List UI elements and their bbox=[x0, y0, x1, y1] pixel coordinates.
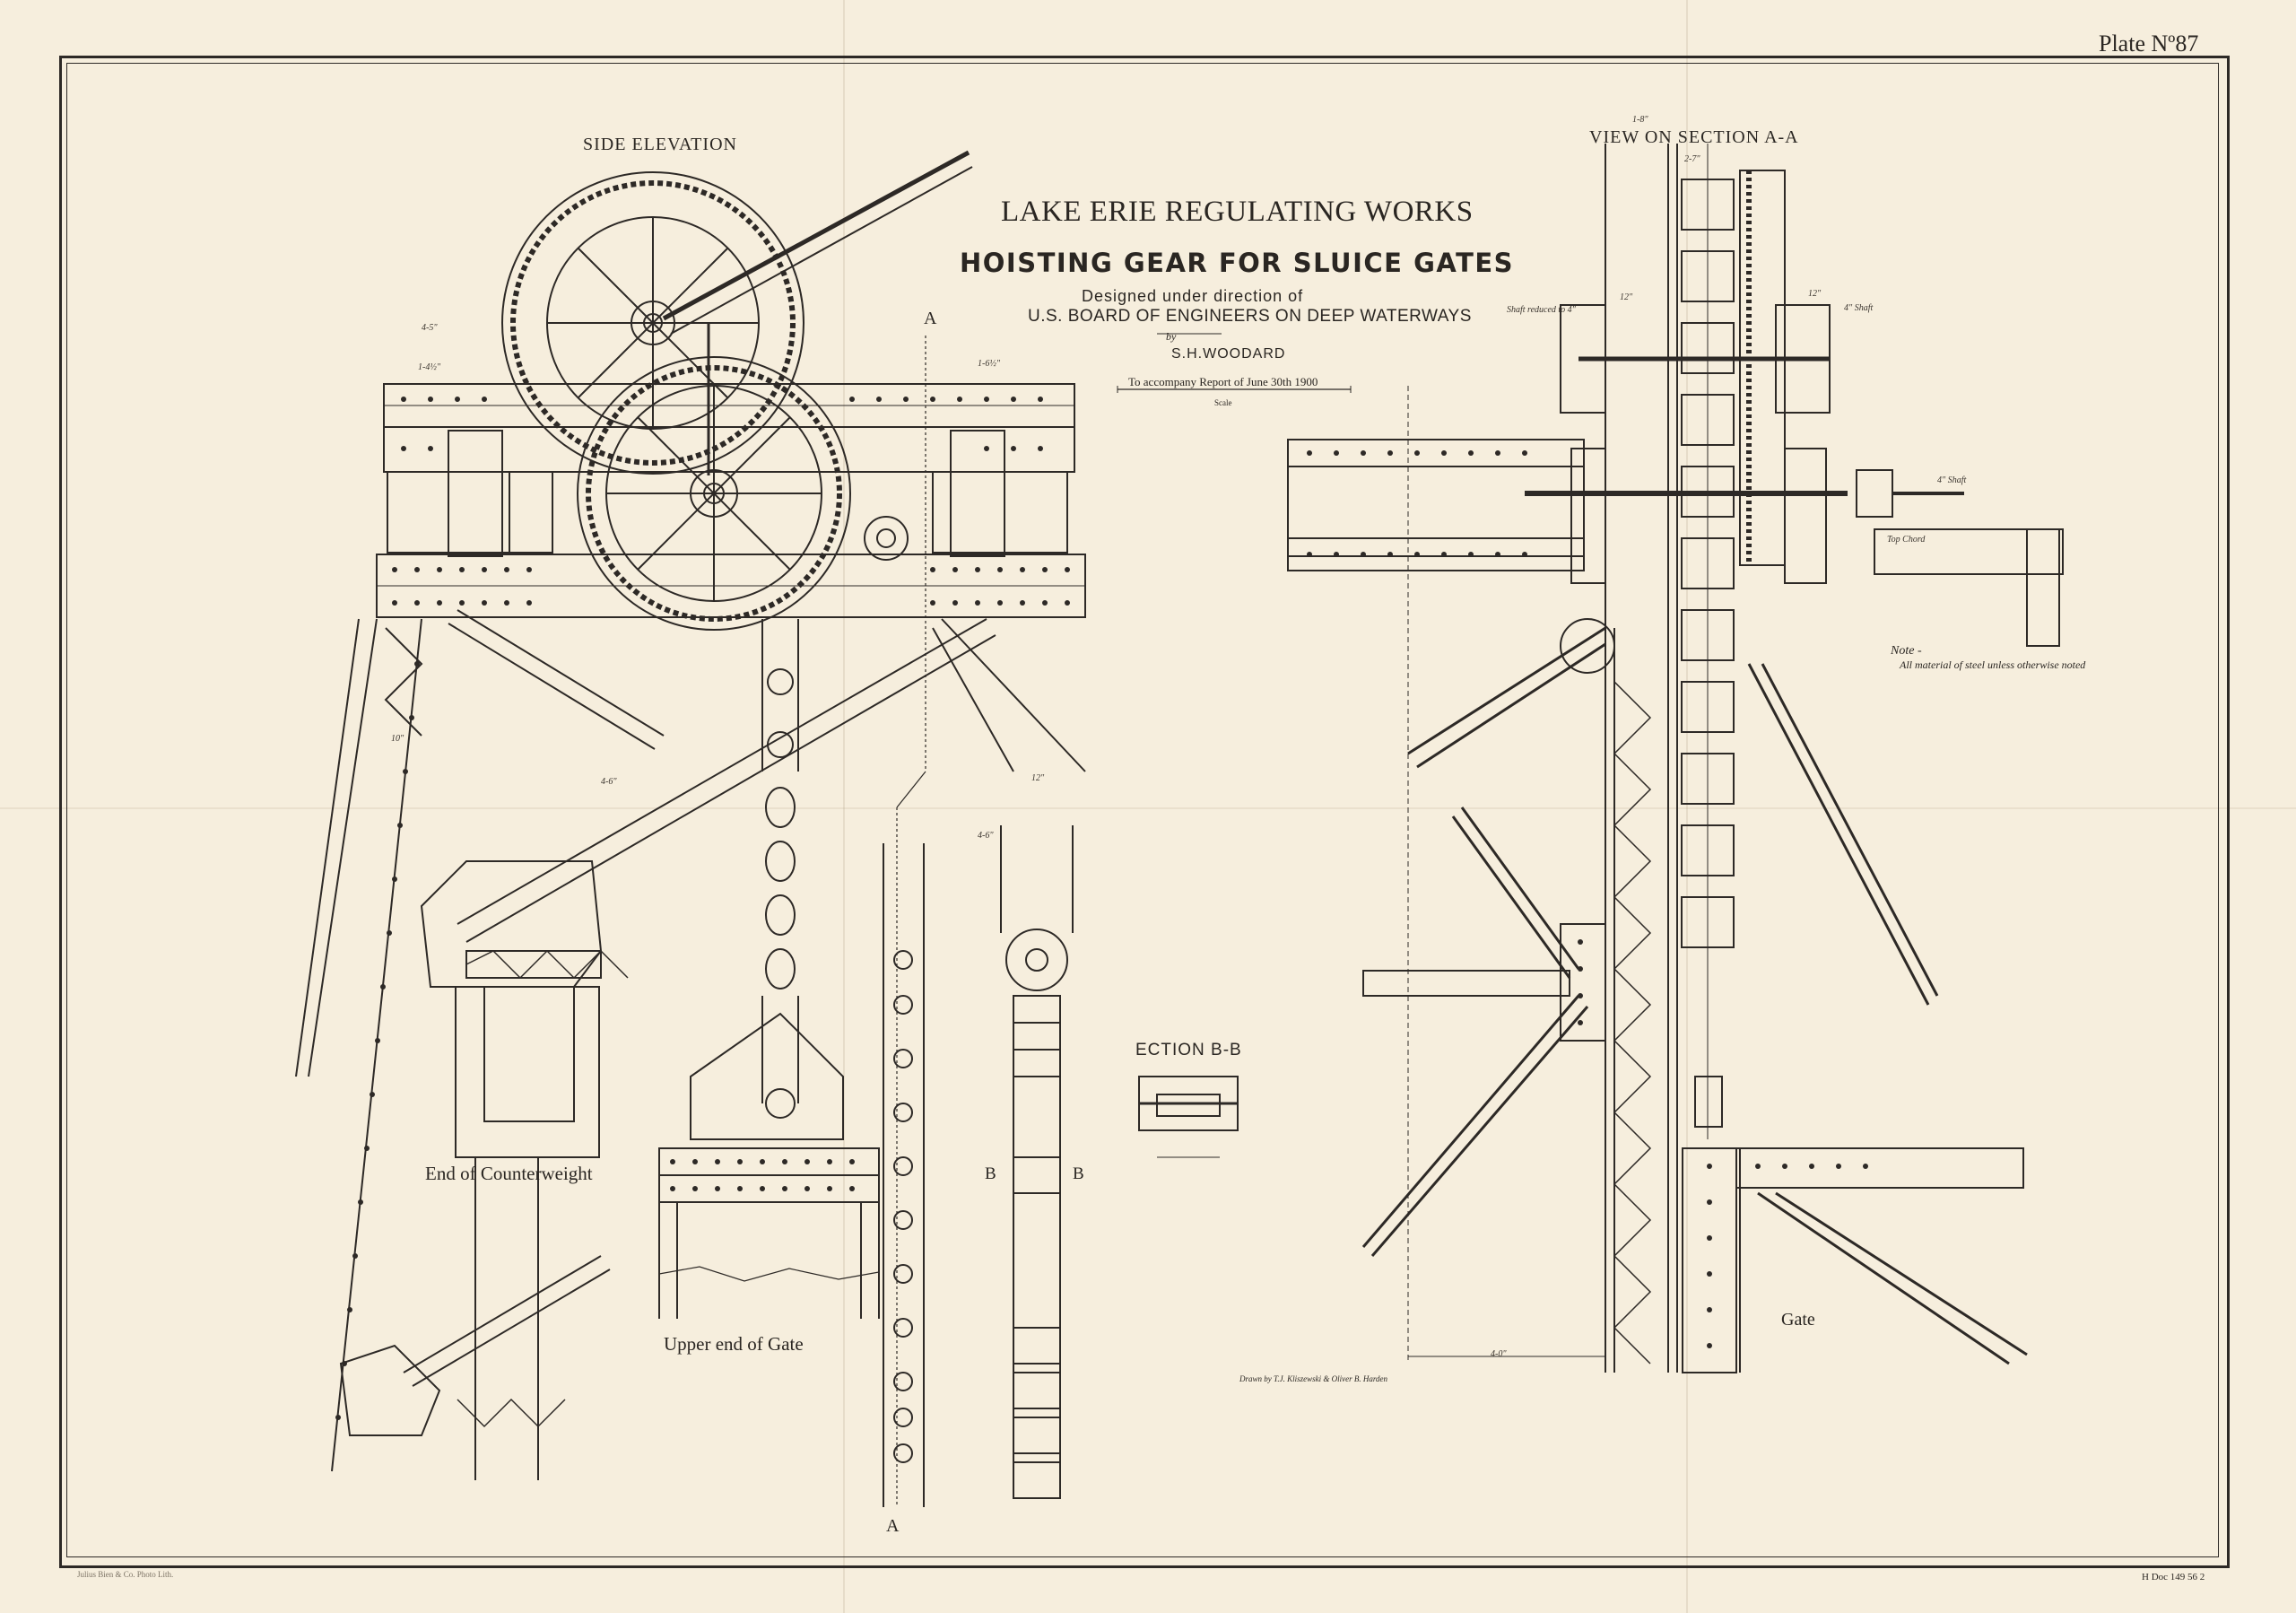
document-reference: H Doc 149 56 2 bbox=[2142, 1572, 2205, 1582]
gate-label: Gate bbox=[1781, 1310, 1815, 1330]
upper-gear-teeth bbox=[510, 180, 796, 466]
dimension-label: 1-8" bbox=[1632, 115, 1648, 125]
fold-line bbox=[0, 807, 2296, 809]
drawing-title: LAKE ERIE REGULATING WORKS bbox=[1001, 196, 1474, 228]
scale-label: Scale bbox=[1214, 398, 1232, 407]
section-aa-label: VIEW ON SECTION A-A bbox=[1589, 127, 1799, 147]
upper-gate-label: Upper end of Gate bbox=[664, 1333, 804, 1355]
section-a-marker-top: A bbox=[924, 309, 937, 328]
section-bb-label: ECTION B-B bbox=[1135, 1041, 1242, 1059]
section-b-marker-right: B bbox=[1073, 1164, 1084, 1183]
fold-line bbox=[1686, 0, 1688, 1613]
dimension-label: 1-6½" bbox=[978, 359, 1001, 369]
dimension-label: 4" Shaft bbox=[1844, 303, 1874, 313]
report-note: To accompany Report of June 30th 1900 bbox=[1128, 375, 1318, 388]
section-a-marker-bottom: A bbox=[886, 1516, 900, 1536]
note-body: All material of steel unless otherwise n… bbox=[1900, 658, 2086, 671]
side-elevation-drawing bbox=[295, 150, 1239, 1507]
by-text: by bbox=[1166, 330, 1177, 343]
plate-number: Plate Nº87 bbox=[2099, 31, 2199, 57]
dimension-label: Top Chord bbox=[1887, 535, 1926, 545]
upper-gear-rim bbox=[501, 171, 804, 475]
lower-gear-teeth bbox=[586, 365, 842, 622]
fold-line bbox=[843, 0, 845, 1613]
author-name: S.H.WOODARD bbox=[1171, 346, 1286, 362]
dimension-label: 12" bbox=[1808, 289, 1822, 299]
dimension-label: 1-4½" bbox=[418, 362, 441, 372]
note-heading: Note - bbox=[1891, 644, 1922, 658]
dimension-label: 4-6" bbox=[601, 777, 617, 787]
side-elevation-label: SIDE ELEVATION bbox=[583, 135, 737, 154]
designed-under-text: Designed under direction of bbox=[1082, 287, 1304, 305]
dimension-label: 12" bbox=[1031, 773, 1045, 783]
dimension-label: 10" bbox=[391, 734, 404, 744]
dimension-label: 4-0" bbox=[1491, 1349, 1507, 1359]
section-aa-drawing bbox=[1287, 144, 2064, 1373]
dimension-label: 4-6" bbox=[978, 831, 994, 841]
outer-border bbox=[59, 56, 2230, 1568]
lower-gear-rim bbox=[577, 356, 851, 631]
dimension-label: 2-7" bbox=[1684, 154, 1700, 164]
dimension-label: 12" bbox=[1620, 292, 1633, 302]
board-name: U.S. BOARD OF ENGINEERS ON DEEP WATERWAY… bbox=[1028, 307, 1472, 326]
drawing-subtitle: HOISTING GEAR FOR SLUICE GATES bbox=[960, 248, 1515, 278]
dimension-label: Shaft reduced to 4" bbox=[1507, 305, 1576, 315]
drawn-by-credit: Drawn by T.J. Kliszewski & Oliver B. Har… bbox=[1239, 1374, 1387, 1383]
dimension-label: 4-5" bbox=[422, 323, 438, 333]
section-b-marker-left: B bbox=[985, 1164, 996, 1183]
counterweight-label: End of Counterweight bbox=[425, 1163, 593, 1184]
dimension-label: 4" Shaft bbox=[1937, 475, 1967, 485]
printer-credit: Julius Bien & Co. Photo Lith. bbox=[77, 1570, 174, 1579]
inner-border bbox=[66, 63, 2219, 1557]
